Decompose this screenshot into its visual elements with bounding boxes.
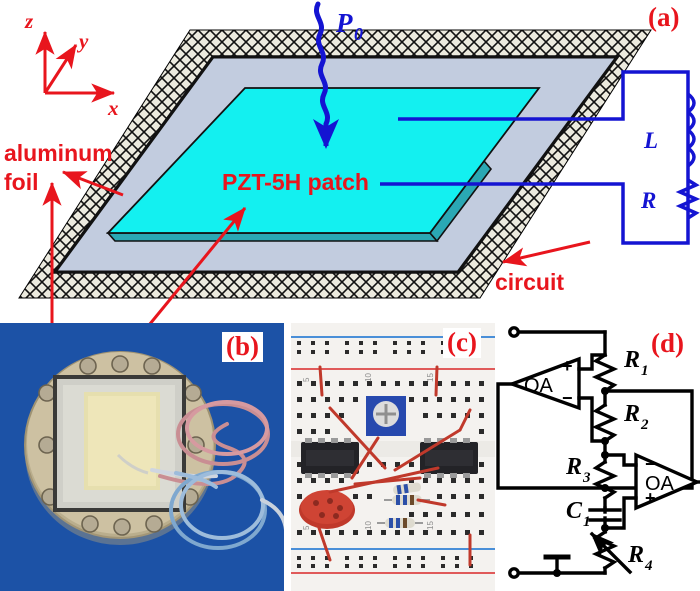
annotation-circuit: circuit (495, 240, 591, 295)
label-R4-sub: 4 (644, 558, 653, 574)
column-marker-10-bottom: 10 (364, 521, 373, 530)
resistor-component-3 (393, 482, 422, 495)
label-R3: R (565, 454, 582, 480)
panel-c: 5 10 15 5 10 15 (291, 323, 495, 591)
resistor-R4-variable (589, 529, 633, 575)
label-R3-sub: 3 (582, 470, 591, 486)
load-label-p-subscript: 0 (354, 24, 363, 44)
column-marker-15: 15 (426, 373, 435, 382)
op-amp-OA2 (603, 452, 700, 530)
load-arrow-p0 (312, 1, 339, 149)
label-R2: R (623, 401, 640, 427)
lead-wires (150, 400, 284, 550)
oa2-minus-sign: − (645, 454, 656, 474)
resistor-R1 (591, 352, 619, 394)
op-amp-ic-right (420, 438, 478, 478)
label-OA1: OA (524, 375, 554, 397)
oa2-plus-sign: + (645, 488, 656, 508)
coordinate-axes: x z y (24, 9, 119, 120)
label-OA2: OA (645, 473, 675, 495)
panel-a: x z y P 0 L R aluminu (4, 1, 700, 331)
axis-label-z: z (24, 9, 34, 33)
clamp-screws (38, 355, 205, 536)
panel-tag-c: (c) (443, 328, 481, 358)
panel-tag-d: (d) (651, 328, 684, 358)
trimmer-potentiometer (366, 396, 406, 436)
op-amp-ic-left (301, 438, 359, 478)
inductor-label-L: L (643, 128, 658, 153)
column-marker-15-bottom: 15 (426, 521, 435, 530)
label-C1: C (566, 498, 583, 524)
panel-tag-a: (a) (648, 2, 680, 32)
column-markers: 5 10 15 5 10 15 (302, 373, 435, 530)
terminal-top (508, 326, 520, 338)
junction-dots (553, 387, 609, 577)
panel-d-labels: R 1 R 2 R 3 C 1 R 4 OA + − OA − + (524, 347, 675, 574)
resistor-R3 (591, 459, 619, 501)
oa1-plus-sign: + (562, 356, 573, 376)
label-aluminum-foil-line2: foil (4, 169, 39, 195)
label-C1-sub: 1 (583, 514, 591, 530)
shunt-circuit-lr: L R (621, 70, 700, 245)
axis-label-y: y (76, 29, 89, 53)
annotation-aluminum-foil: aluminum foil (4, 140, 124, 330)
op-amp-OA1 (496, 353, 607, 490)
pzt-patch (105, 87, 541, 243)
column-marker-5: 5 (302, 377, 311, 382)
label-R1-sub: 1 (641, 363, 649, 379)
panel-tag-b: (b) (222, 332, 263, 362)
column-marker-5-bottom: 5 (302, 525, 311, 530)
patch-lead (116, 453, 149, 475)
panel-d: R 1 R 2 R 3 C 1 R 4 OA + − OA − + (496, 326, 700, 579)
terminal-bottom (508, 567, 520, 579)
load-label-p: P (335, 8, 353, 38)
label-pzt-patch: PZT-5H patch (222, 169, 369, 195)
resistor-component-2 (377, 518, 423, 528)
column-marker-10: 10 (364, 373, 373, 382)
label-R2-sub: 2 (640, 417, 649, 433)
jumper-wires (316, 365, 472, 567)
resistor-R2 (591, 402, 619, 444)
oa1-minus-sign: − (562, 388, 573, 408)
label-R4: R (627, 542, 644, 568)
label-circuit: circuit (495, 269, 564, 295)
shunt-wires (380, 103, 625, 200)
annotation-pzt-patch: PZT-5H patch (143, 169, 369, 331)
capacitor-component (299, 490, 355, 529)
label-aluminum-foil-line1: aluminum (4, 140, 113, 166)
resistor-label-R: R (640, 188, 656, 213)
label-R1: R (623, 347, 640, 373)
axis-label-x: x (107, 96, 119, 120)
panel-b (0, 323, 284, 591)
